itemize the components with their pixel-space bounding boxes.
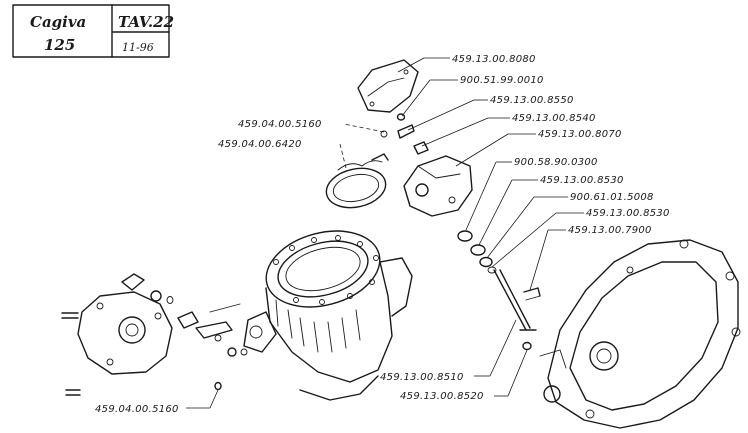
part-label-p10: 900.61.01.5008 bbox=[570, 192, 654, 203]
side-flange-drawing bbox=[61, 273, 174, 396]
crankcase-cover-drawing bbox=[539, 239, 741, 429]
gasket-spring-drawing bbox=[325, 153, 389, 209]
exhaust-valve-cover-drawing bbox=[357, 59, 419, 113]
part-label-p13: 459.13.00.8510 bbox=[380, 372, 464, 383]
part-labels: 459.13.00.8080 900.51.99.0010 459.13.00.… bbox=[95, 54, 670, 415]
part-label-p9: 459.13.00.8530 bbox=[540, 175, 624, 186]
part-label-p4: 459.13.00.8540 bbox=[512, 113, 596, 124]
linkage-parts-drawing bbox=[177, 303, 248, 391]
title-block: Cagiva 125 TAV.22 11-96 bbox=[12, 4, 174, 58]
model-size: 125 bbox=[44, 36, 75, 54]
model-name: Cagiva bbox=[30, 13, 86, 31]
leader-lines bbox=[209, 57, 584, 409]
part-label-p7: 459.04.00.6420 bbox=[218, 139, 302, 150]
part-label-p6: 459.13.00.8070 bbox=[538, 129, 622, 140]
table-code: TAV.22 bbox=[118, 13, 174, 31]
part-label-p12: 459.13.00.7900 bbox=[568, 225, 652, 236]
cylinder-drawing bbox=[243, 230, 413, 401]
pushrod-assembly-drawing bbox=[457, 230, 541, 351]
date-code: 11-96 bbox=[122, 41, 154, 54]
part-label-p15: 459.04.00.5160 bbox=[95, 404, 179, 415]
valve-housing-drawing bbox=[403, 155, 473, 217]
part-label-p8: 900.58.90.0300 bbox=[514, 157, 598, 168]
part-label-p5: 459.04.00.5160 bbox=[238, 119, 322, 130]
part-label-p3: 459.13.00.8550 bbox=[490, 95, 574, 106]
part-label-p11: 459.13.00.8530 bbox=[586, 208, 670, 219]
part-label-p2: 900.51.99.0010 bbox=[460, 75, 544, 86]
part-label-p1: 459.13.00.8080 bbox=[452, 54, 536, 65]
part-label-p14: 459.13.00.8520 bbox=[400, 391, 484, 402]
cover-fasteners-drawing bbox=[380, 113, 429, 155]
